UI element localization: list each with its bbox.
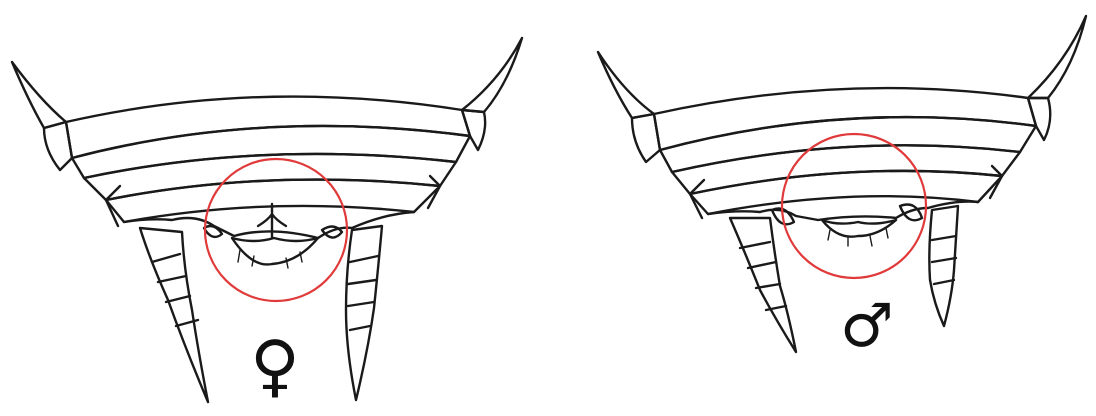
male-highlight-circle — [782, 134, 926, 278]
subgenital-plate — [232, 238, 318, 264]
left-spine — [12, 62, 66, 128]
female-panel: ♀ — [0, 0, 548, 416]
right-spine — [462, 38, 522, 112]
male-symbol: ♂ — [840, 296, 894, 356]
left-cercus — [730, 218, 796, 352]
left-spine — [598, 52, 654, 118]
left-lobe — [44, 122, 72, 170]
right-cercus — [929, 206, 958, 326]
right-spine — [1028, 16, 1086, 98]
left-cercus — [140, 228, 208, 402]
right-cercus — [346, 226, 382, 400]
subgenital-plate — [822, 220, 896, 237]
tergite-band-lower — [72, 126, 470, 178]
left-lobe — [632, 114, 660, 162]
male-abdomen-drawing — [548, 0, 1096, 416]
female-symbol: ♀ — [250, 333, 300, 401]
male-panel: ♂ — [548, 0, 1096, 416]
